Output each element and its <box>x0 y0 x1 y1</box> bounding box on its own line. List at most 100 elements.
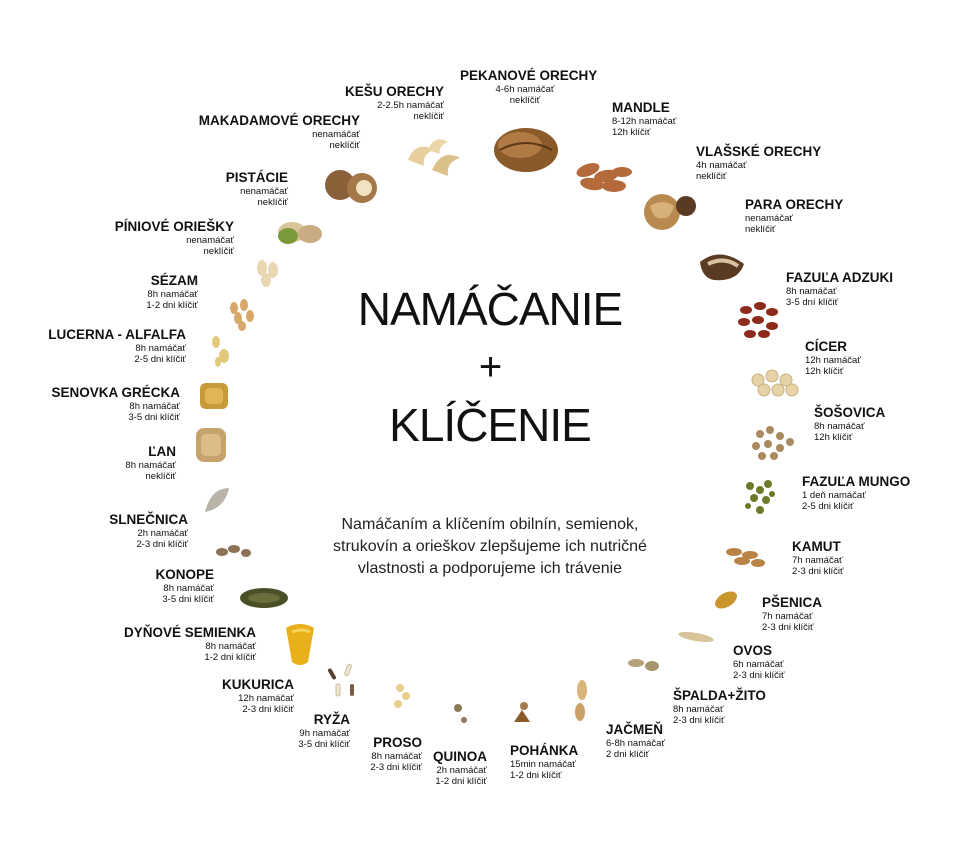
item-name: SÉZAM <box>150 273 198 288</box>
item-name: PŠENICA <box>762 595 823 610</box>
item-name: SENOVKA GRÉCKA <box>51 385 180 400</box>
item-sprout: neklíčiť <box>696 171 727 182</box>
item-sprout: 2-3 dni klíčiť <box>762 622 814 633</box>
item-name: JAČMEŇ <box>606 722 664 737</box>
item-name: OVOS <box>733 643 773 658</box>
item-soak: 7h namáčať <box>792 555 843 566</box>
item-kesu-orechy: KEŠU ORECHY 2-2.5h namáčať neklíčiť <box>330 84 444 122</box>
item-sprout: neklíčiť <box>145 471 177 482</box>
item-soak: 4h namáčať <box>696 160 747 171</box>
corn-kernel-icon <box>286 624 314 665</box>
item-soak: 8h namáčať <box>814 421 865 432</box>
main-title-plus: + <box>478 345 502 389</box>
item-name: QUINOA <box>433 749 487 764</box>
oat-icon <box>678 631 714 643</box>
hemp-seed-icon <box>216 545 251 557</box>
item-sprout: 1-2 dni klíčiť <box>146 300 198 311</box>
item-name: DYŇOVÉ SEMIENKA <box>123 625 256 640</box>
item-soak: 12h namáčať <box>238 693 294 704</box>
item-pohanka: POHÁNKA 15min namáčať 1-2 dni klíčiť <box>510 743 578 781</box>
item-name: VLAŠSKÉ ORECHY <box>696 144 822 159</box>
item-soak: 8h namáčať <box>125 460 176 471</box>
item-psenica: PŠENICA 7h namáčať 2-3 dni klíčiť <box>762 595 822 633</box>
quinoa-icon <box>454 704 467 723</box>
adzuki-bean-icon <box>738 302 778 338</box>
item-sprout: 2-3 dni klíčiť <box>673 715 725 726</box>
chickpea-icon <box>751 369 799 397</box>
main-title-line1: NAMÁČANIE <box>357 283 623 335</box>
item-name: SLNEČNICA <box>109 512 188 527</box>
item-jacmen: JAČMEŇ 6-8h namáčať 2 dni klíčiť <box>606 722 665 760</box>
item-sprout: neklíčiť <box>413 111 445 122</box>
item-soak: 12h namáčať <box>805 355 861 366</box>
item-piniove-orIesky: PÍNIOVÉ ORIEŠKY nenamáčať neklíčiť <box>100 219 234 257</box>
item-name: KUKURICA <box>222 677 294 692</box>
pecan-icon <box>494 128 558 172</box>
mung-bean-icon <box>745 480 775 514</box>
item-soak: 8h namáčať <box>163 583 214 594</box>
item-name: PEKANOVÉ ORECHY <box>460 68 598 83</box>
item-soak: 9h namáčať <box>299 728 350 739</box>
item-soak: nenamáčať <box>186 235 234 246</box>
item-ovos: OVOS 6h namáčať 2-3 dni klíčiť <box>733 643 785 681</box>
item-name: PARA ORECHY <box>745 197 844 212</box>
item-spalda-zito: ŠPALDA+ŽITO 8h namáčať 2-3 dni klíčiť <box>673 688 766 726</box>
item-quinoa: QUINOA 2h namáčať 1-2 dni klíčiť <box>410 749 487 787</box>
item-sprout: 12h klíčiť <box>814 432 853 443</box>
item-name: ŠPALDA+ŽITO <box>673 688 766 703</box>
item-sprout: 1-2 dni klíčiť <box>510 770 562 781</box>
pumpkin-seed-icon <box>240 588 288 608</box>
buckwheat-icon <box>514 702 530 722</box>
rice-icon <box>328 663 354 697</box>
item-pekanove-orechy: PEKANOVÉ ORECHY 4-6h namáčať neklíčiť <box>460 68 598 106</box>
item-para-orechy: PARA ORECHY nenamáčať neklíčiť <box>745 197 843 235</box>
item-sprout: 2-5 dni klíčiť <box>802 501 854 512</box>
item-cicer: CÍCER 12h namáčať 12h klíčiť <box>805 339 861 377</box>
lentil-icon <box>752 426 794 460</box>
wheat-icon <box>715 591 737 609</box>
cashew-icon <box>408 139 460 176</box>
brazil-nut-icon <box>700 254 744 281</box>
item-kamut: KAMUT 7h namáčať 2-3 dni klíčiť <box>792 539 844 577</box>
item-sprout: neklíčiť <box>203 246 235 257</box>
item-sprout: 2-3 dni klíčiť <box>733 670 785 681</box>
item-soak: 8h namáčať <box>786 286 837 297</box>
item-sprout: 3-5 dni klíčiť <box>162 594 214 605</box>
item-sprout: 2-5 dni klíčiť <box>134 354 186 365</box>
item-fazula-adzuki: FAZUĽA ADZUKI 8h namáčať 3-5 dní klíčiť <box>786 270 893 308</box>
item-name: PROSO <box>373 735 422 750</box>
item-soak: 1 deň namáčať <box>802 490 866 501</box>
millet-icon <box>394 684 410 708</box>
item-sprout: 3-5 dní klíčiť <box>786 297 839 308</box>
spelt-rye-icon <box>628 659 659 671</box>
subtitle-text: Namáčaním a klíčením obilnín, semienok, … <box>333 516 647 577</box>
item-name: LUCERNA - ALFALFA <box>48 327 186 342</box>
item-fazula-mungo: FAZUĽA MUNGO 1 deň namáčať 2-5 dni klíči… <box>802 474 910 512</box>
item-proso: PROSO 8h namáčať 2-3 dni klíčiť <box>340 735 422 773</box>
item-soak: 8h namáčať <box>147 289 198 300</box>
item-name: PÍNIOVÉ ORIEŠKY <box>114 219 234 234</box>
item-name: MAKADAMOVÉ ORECHY <box>198 113 360 128</box>
flax-icon <box>196 428 226 462</box>
item-sprout: neklíčiť <box>257 197 289 208</box>
walnut-icon <box>644 194 696 230</box>
item-lucerna-alfalfa: LUCERNA - ALFALFA 8h namáčať 2-5 dni klí… <box>40 327 186 365</box>
item-soak: 6h namáčať <box>733 659 784 670</box>
item-sosovica: ŠOŠOVICA 8h namáčať 12h klíčiť <box>814 405 885 443</box>
item-sprout: 2-3 dni klíčiť <box>370 762 422 773</box>
item-sprout: neklíčiť <box>745 224 776 235</box>
pine-nut-icon <box>257 260 278 287</box>
item-sprout: 12h klíčiť <box>612 127 651 138</box>
sunflower-seed-icon <box>205 488 229 512</box>
item-sprout: neklíčiť <box>329 140 361 151</box>
item-ryza: RYŽA 9h namáčať 3-5 dni klíčiť <box>270 712 350 750</box>
item-soak: 8h namáčať <box>673 704 724 715</box>
pistachio-icon <box>278 222 322 244</box>
item-pistacie: PISTÁCIE nenamáčať neklíčiť <box>190 170 288 208</box>
item-soak: nenamáčať <box>240 186 288 197</box>
item-sprout: 2-3 dni klíčiť <box>136 539 188 550</box>
item-soak: 4-6h namáčať <box>495 84 555 95</box>
item-sprout: 1-2 dni klíčiť <box>435 776 487 787</box>
item-sezam: SÉZAM 8h namáčať 1-2 dni klíčiť <box>100 273 198 311</box>
